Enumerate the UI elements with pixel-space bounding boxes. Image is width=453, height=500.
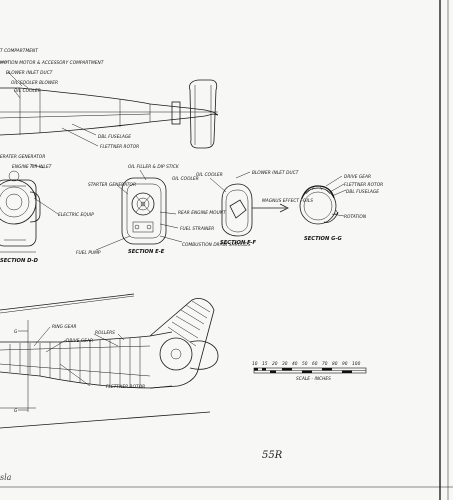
scale-bar: 10 15 20 30 40 50 60 70 80 90 100 SCALE … xyxy=(252,361,367,382)
label-generator: ERATER GENERATOR xyxy=(0,154,45,160)
section-g-g-title: SECTION G-G xyxy=(304,236,343,242)
label-fuselage: DBL FUSELAGE xyxy=(98,134,131,140)
scale-tick-10: 10 xyxy=(252,361,258,367)
scale-tick-70: 70 xyxy=(322,361,328,367)
label-rear-engine-mount: REAR ENGINE MOUNT xyxy=(178,210,226,216)
scale-tick-50: 50 xyxy=(302,361,308,367)
scale-tick-100: 100 xyxy=(352,361,361,367)
label-fuel-pump: FUEL PUMP xyxy=(76,250,101,256)
top-view-tail-boom xyxy=(0,61,219,149)
section-f-f-drawing xyxy=(209,171,289,237)
scale-tick-30: 30 xyxy=(282,361,288,367)
label-oil-cooler-e: OIL COOLER xyxy=(172,176,199,182)
section-e-e-drawing xyxy=(95,169,183,251)
label-accessory-compartment: MOTION MOTOR & ACCESSORY COMPARTMENT xyxy=(0,60,104,66)
label-rotation: ROTATION xyxy=(344,214,367,220)
label-oil-cooler: OIL COOLER xyxy=(14,88,41,94)
label-flettner-rotor-top: FLETTNER ROTOR xyxy=(100,144,139,150)
label-fuel-strainer: FUEL STRAINER xyxy=(180,226,214,232)
section-d-d-title: SECTION D-D xyxy=(0,258,39,264)
label-drive-gear-side: DRIVE GEAR xyxy=(66,338,93,344)
section-e-e-title: SECTION E-E xyxy=(128,249,165,255)
label-compartment: T COMPARTMENT xyxy=(0,48,38,54)
label-flettner-rotor-g: FLETTNER ROTOR xyxy=(344,182,383,188)
scale-tick-40: 40 xyxy=(292,361,298,367)
label-oil-cooler-blower: OIL COOLER BLOWER xyxy=(11,80,58,86)
label-rollers: ROLLERS xyxy=(95,330,115,336)
label-engine-air-inlet: ENGINE AIR INLET xyxy=(12,164,52,170)
label-blower-inlet-duct: BLOWER INLET DUCT xyxy=(6,70,53,76)
section-f-f-title: SECTION F-F xyxy=(220,240,257,246)
scale-tick-20: 20 xyxy=(272,361,278,367)
label-magnus-effect-foils: MAGNUS EFFECT FOILS xyxy=(262,198,313,204)
label-oil-filler-dip-stick: OIL FILLER & DIP STICK xyxy=(128,164,180,170)
label-blower-inlet-duct-f: BLOWER INLET DUCT xyxy=(252,170,299,176)
label-starter-generator: STARTER GENERATOR xyxy=(88,182,136,188)
label-combustion-drain-shrouds: COMBUSTION DRAIN SHROUDS xyxy=(182,242,251,248)
side-view-tail-boom xyxy=(0,293,219,429)
label-drive-gear-g: DRIVE GEAR xyxy=(344,174,371,180)
page-number: 55R xyxy=(262,450,283,461)
corner-mark: sla xyxy=(0,473,12,482)
section-g-g-drawing xyxy=(299,175,347,225)
scale-tick-60: 60 xyxy=(312,361,318,367)
scale-caption: SCALE - INCHES xyxy=(296,376,331,382)
label-oil-cooler-f: OIL COOLER xyxy=(196,172,223,178)
label-electric-equip: ELECTRIC EQUIP xyxy=(58,212,94,218)
section-d-d-drawing xyxy=(0,163,59,253)
scale-tick-90: 90 xyxy=(342,361,348,367)
scale-tick-15: 15 xyxy=(262,361,268,367)
label-fuselage-g: DBL FUSELAGE xyxy=(346,189,379,195)
label-ring-gear: RING GEAR xyxy=(52,324,77,330)
label-flettner-rotor-side: FLETTNER ROTOR xyxy=(106,384,145,390)
label-g-marker-top: G xyxy=(14,329,18,335)
scale-tick-80: 80 xyxy=(332,361,338,367)
label-g-marker-bottom: G xyxy=(14,408,18,414)
